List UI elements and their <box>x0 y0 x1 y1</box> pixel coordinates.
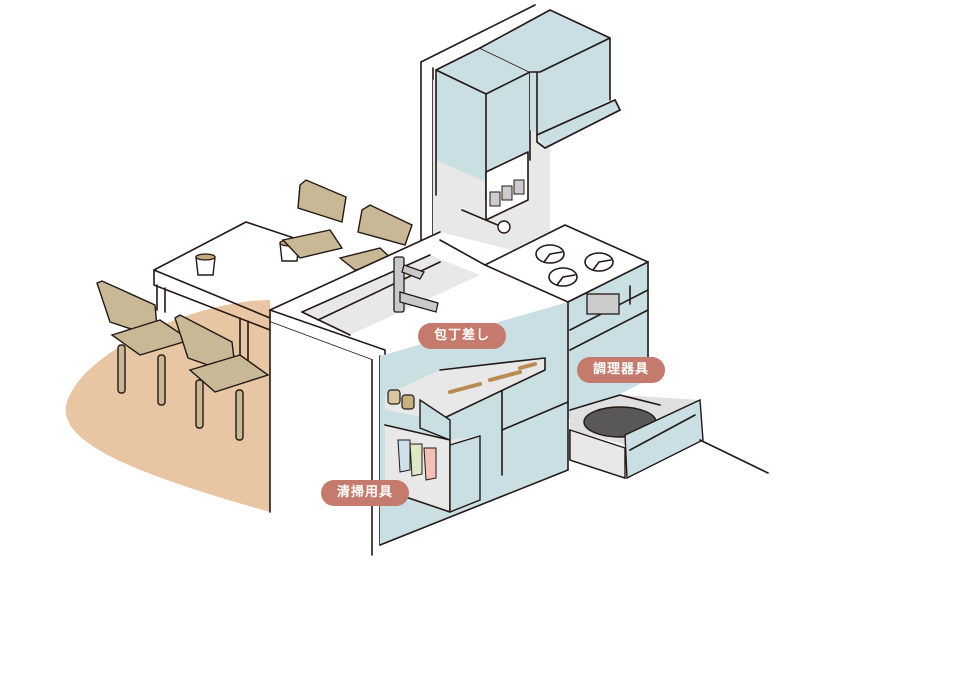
label-cleaning-supplies: 清掃用具 <box>321 480 410 506</box>
spray-bottle-pink <box>423 447 437 481</box>
cookware-drawer[interactable] <box>569 394 769 480</box>
knife-drawer[interactable] <box>385 357 546 442</box>
burner-3 <box>548 267 578 287</box>
chair-front-right <box>174 314 270 441</box>
label-knife-rack: 包丁差し <box>418 323 507 349</box>
faucet <box>393 256 439 313</box>
burner-1 <box>535 244 565 264</box>
burner-2 <box>584 252 614 272</box>
label-cookware: 調理器具 <box>577 357 666 383</box>
cup-1 <box>195 253 216 276</box>
upper-cabinet <box>435 9 621 234</box>
spray-bottle-blue <box>397 439 411 473</box>
chair-front-left <box>96 280 192 406</box>
spray-bottle-green <box>409 443 423 477</box>
paper-towel-roll <box>497 220 511 234</box>
chair-back-left <box>281 179 347 259</box>
oven-handle[interactable] <box>586 293 620 315</box>
